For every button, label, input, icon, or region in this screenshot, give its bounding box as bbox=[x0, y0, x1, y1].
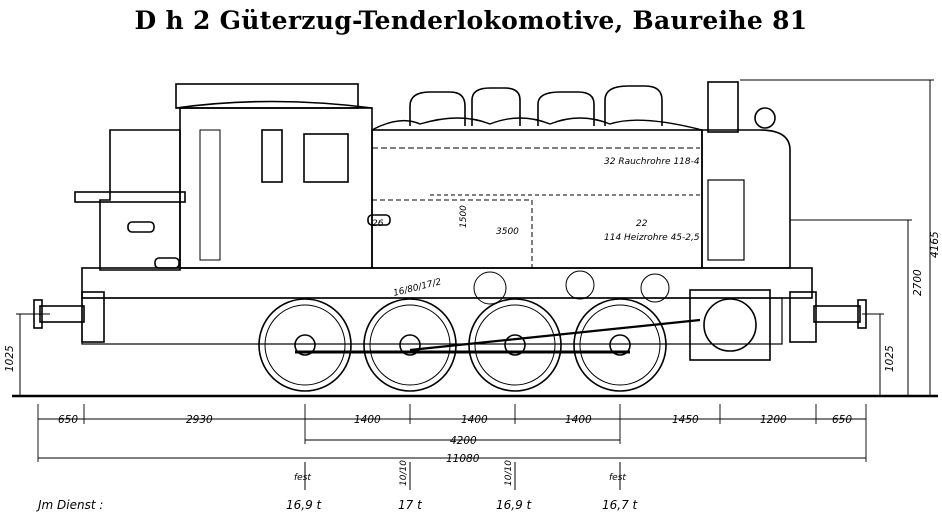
cab-window bbox=[261, 129, 283, 183]
axle-weight-4: 16,7 t bbox=[602, 498, 639, 512]
smoke-tubes-label: 32 Rauchrohre 118-4 bbox=[604, 157, 700, 167]
wheel bbox=[363, 298, 457, 392]
cylinder bbox=[689, 289, 771, 361]
label-16: 16/80/17/2 bbox=[392, 277, 442, 299]
length-1: 650 bbox=[58, 414, 78, 426]
axle-note-1: fest bbox=[294, 473, 311, 483]
wheelbase-length: 4200 bbox=[450, 435, 477, 447]
cab-roof-vent bbox=[175, 83, 359, 109]
length-2: 2930 bbox=[186, 414, 213, 426]
connecting-rod bbox=[409, 318, 701, 352]
height-buffer-left: 1025 bbox=[4, 345, 16, 372]
axle-note-2: 10/10 bbox=[399, 460, 409, 486]
height-buffer-right: 1025 bbox=[884, 345, 896, 372]
length-8: 650 bbox=[832, 414, 852, 426]
boiler bbox=[371, 129, 703, 269]
heating-tubes-label: 114 Heizrohre 45-2,5 bbox=[604, 233, 700, 243]
label-22: 22 bbox=[636, 219, 648, 229]
smokebox bbox=[701, 129, 791, 269]
length-5: 1400 bbox=[565, 414, 592, 426]
steam-dome bbox=[409, 91, 466, 126]
label-26: 26 bbox=[372, 219, 384, 229]
axle-weight-2: 17 t bbox=[398, 498, 423, 512]
coal-bunker bbox=[99, 129, 181, 271]
service-label: Jm Dienst : bbox=[36, 498, 103, 512]
length-6: 1450 bbox=[672, 414, 699, 426]
boiler-height-label: 1500 bbox=[459, 205, 469, 228]
length-4: 1400 bbox=[461, 414, 488, 426]
overall-length: 11080 bbox=[446, 453, 480, 465]
axle-weight-1: 16,9 t bbox=[286, 498, 323, 512]
axle-note-3: 10/10 bbox=[504, 460, 514, 486]
wheel bbox=[468, 298, 562, 392]
axle-weight-3: 16,9 t bbox=[496, 498, 533, 512]
axle-note-4: fest bbox=[609, 473, 626, 483]
height-boiler-axis: 2700 bbox=[912, 269, 924, 296]
cab bbox=[179, 107, 373, 269]
length-7: 1200 bbox=[760, 414, 787, 426]
wheel bbox=[258, 298, 352, 392]
drawing-title: D h 2 Güterzug-Tenderlokomotive, Baureih… bbox=[134, 6, 808, 35]
boiler-length-label: 3500 bbox=[496, 227, 519, 237]
front-buffer bbox=[813, 305, 861, 323]
sand-dome bbox=[537, 91, 595, 126]
wheel bbox=[573, 298, 667, 392]
chimney bbox=[707, 81, 739, 133]
main-frame bbox=[81, 267, 813, 299]
length-3: 1400 bbox=[354, 414, 381, 426]
height-total: 4165 bbox=[929, 231, 941, 258]
